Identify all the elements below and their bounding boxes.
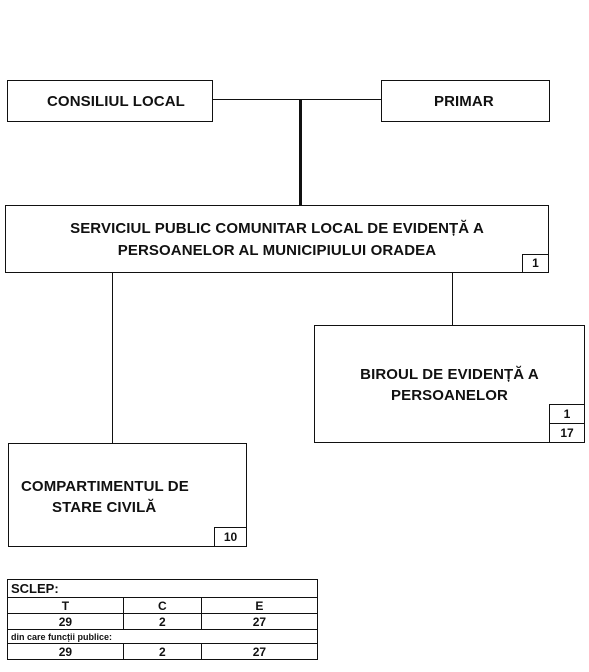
connector-consiliul-primar xyxy=(212,99,382,100)
connector-trunk xyxy=(299,99,302,205)
box-biroul-evidenta-count-bottom: 17 xyxy=(549,423,585,443)
box-biroul-evidenta: BIROUL DE EVIDENȚĂ A PERSOANELOR 1 17 xyxy=(314,325,585,443)
sclep-public-row: 29 2 27 xyxy=(7,643,319,660)
box-primar-title: PRIMAR xyxy=(434,93,494,110)
box-primar: PRIMAR xyxy=(381,80,550,122)
sclep-public-t: 29 xyxy=(7,643,124,660)
box-serviciul-public-line1: SERVICIUL PUBLIC COMUNITAR LOCAL DE EVID… xyxy=(70,220,484,237)
sclep-public-e: 27 xyxy=(200,643,319,660)
sclep-total-t: 29 xyxy=(7,613,124,630)
sclep-total-e: 27 xyxy=(200,613,319,630)
box-compartimentul-stare-civila: COMPARTIMENTUL DE STARE CIVILĂ 10 xyxy=(8,443,247,547)
sclep-header-row: T C E xyxy=(7,597,319,614)
box-serviciul-public-count: 1 xyxy=(522,254,549,273)
sclep-subtitle: din care funcții publice: xyxy=(7,629,318,644)
sclep-title-row: SCLEP: xyxy=(7,579,318,598)
sclep-header-t: T xyxy=(7,597,124,614)
box-biroul-evidenta-count-top: 1 xyxy=(549,404,585,424)
box-serviciul-public: SERVICIUL PUBLIC COMUNITAR LOCAL DE EVID… xyxy=(5,205,549,273)
box-compartimentul-count: 10 xyxy=(214,527,247,547)
box-biroul-evidenta-line2: PERSOANELOR xyxy=(391,387,508,404)
sclep-header-c: C xyxy=(122,597,202,614)
sclep-table: SCLEP: T C E 29 2 27 din care funcții pu… xyxy=(7,579,319,660)
box-compartimentul-line1: COMPARTIMENTUL DE xyxy=(21,478,189,495)
box-compartimentul-line2: STARE CIVILĂ xyxy=(52,499,157,516)
sclep-public-c: 2 xyxy=(122,643,202,660)
box-consiliul-local: CONSILIUL LOCAL xyxy=(7,80,213,122)
sclep-title: SCLEP: xyxy=(7,579,318,598)
box-consiliul-local-title: CONSILIUL LOCAL xyxy=(47,93,185,110)
box-serviciul-public-line2: PERSOANELOR AL MUNICIPIULUI ORADEA xyxy=(117,242,437,259)
connector-biroul xyxy=(452,272,453,325)
sclep-total-c: 2 xyxy=(122,613,202,630)
box-biroul-evidenta-line1: BIROUL DE EVIDENȚĂ A xyxy=(360,366,539,383)
connector-compartimentul xyxy=(112,272,113,444)
sclep-subtitle-row: din care funcții publice: xyxy=(7,629,318,644)
sclep-totals-row: 29 2 27 xyxy=(7,613,319,630)
sclep-header-e: E xyxy=(200,597,319,614)
